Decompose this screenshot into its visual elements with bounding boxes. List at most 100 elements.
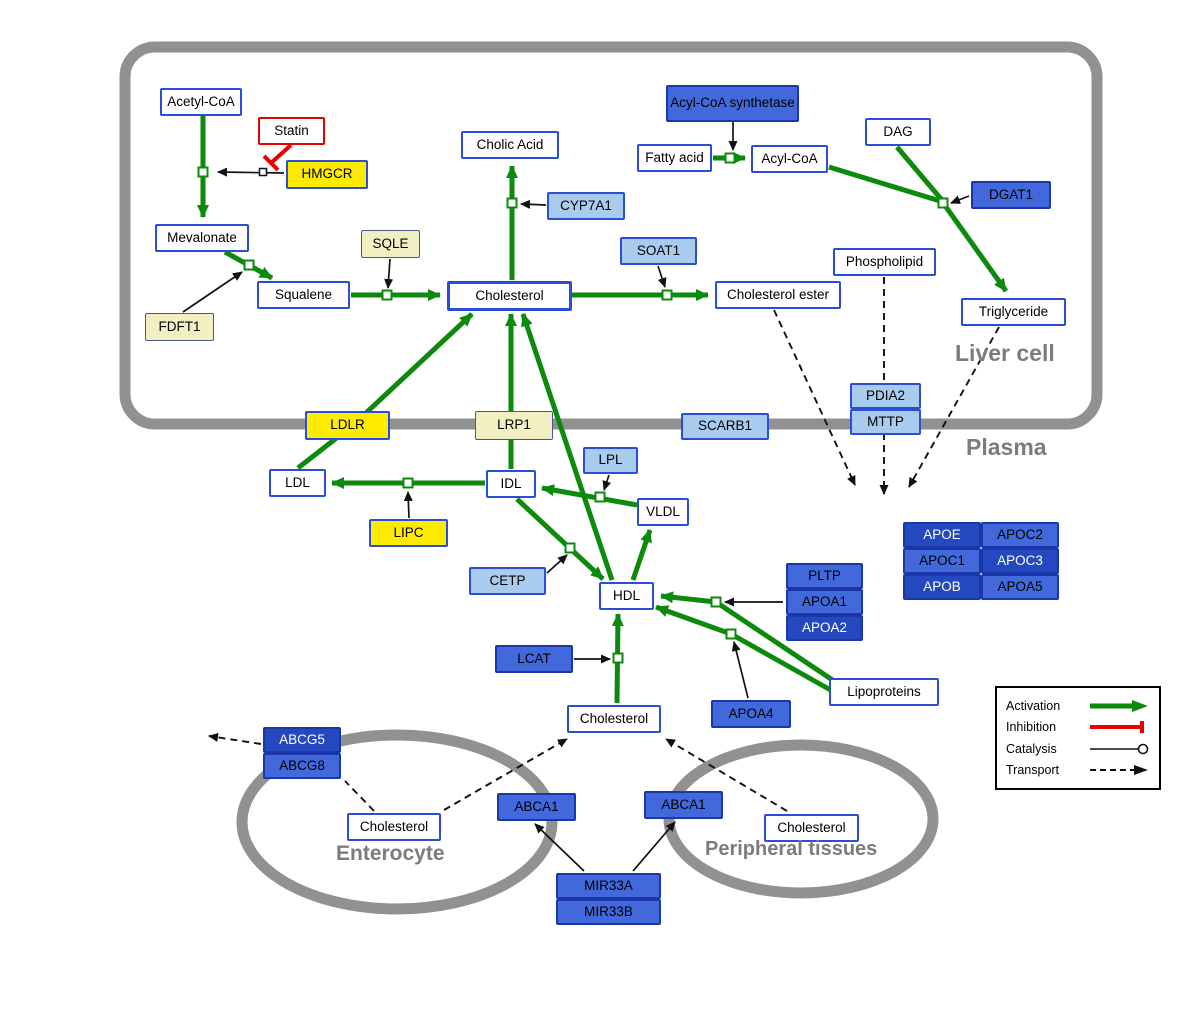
reaction-node bbox=[937, 197, 949, 209]
edge-statin-inhibits-hmgcr bbox=[269, 143, 293, 165]
node-hdl[interactable]: HDL bbox=[599, 582, 654, 610]
node-acetyl-coa[interactable]: Acetyl-CoA bbox=[160, 88, 242, 116]
reaction-node bbox=[661, 289, 673, 301]
node-cholesterol-plasma[interactable]: Cholesterol bbox=[567, 705, 661, 733]
node-acyl-coa[interactable]: Acyl-CoA bbox=[751, 145, 828, 173]
node-fatty-acid[interactable]: Fatty acid bbox=[637, 144, 712, 172]
legend-row-inhibition: Inhibition bbox=[1006, 717, 1150, 739]
edge-ldl-via-ldlr-to-cholesterol bbox=[296, 312, 474, 470]
edge-idl-to-hdl bbox=[515, 497, 605, 581]
edge-cyp7a1-catalysis bbox=[520, 199, 547, 209]
node-ldl[interactable]: LDL bbox=[269, 469, 326, 497]
node-fdft1[interactable]: FDFT1 bbox=[145, 313, 214, 341]
legend-inhibition-label: Inhibition bbox=[1006, 720, 1057, 735]
statin-inhibition-tbar bbox=[262, 154, 280, 172]
node-apoa1[interactable]: APOA1 bbox=[786, 589, 863, 615]
reaction-node bbox=[612, 652, 624, 664]
node-sqle[interactable]: SQLE bbox=[361, 230, 420, 258]
node-cyp7a1[interactable]: CYP7A1 bbox=[547, 192, 625, 220]
node-dgat1[interactable]: DGAT1 bbox=[971, 181, 1051, 209]
peripheral-tissues-label: Peripheral tissues bbox=[705, 838, 878, 860]
legend-catalysis-label: Catalysis bbox=[1006, 741, 1057, 756]
node-squalene[interactable]: Squalene bbox=[257, 281, 350, 309]
edge-acyl-coa-to-junction bbox=[828, 164, 941, 204]
edge-mir33-to-abca1-enterocyte bbox=[534, 823, 585, 872]
node-acyl-coa-synthetase[interactable]: Acyl-CoA synthetase bbox=[666, 85, 799, 122]
edge-hmgcr-catalysis bbox=[217, 167, 285, 177]
node-ldlr[interactable]: LDLR bbox=[305, 411, 390, 440]
edge-cholesterol-ester-transport bbox=[773, 309, 856, 486]
liver-cell-label: Liver cell bbox=[955, 340, 1055, 366]
node-mir33a[interactable]: MIR33A bbox=[556, 873, 661, 899]
node-mevalonate[interactable]: Mevalonate bbox=[155, 224, 249, 252]
edge-soat1-catalysis bbox=[657, 265, 667, 288]
peripheral-tissues-compartment bbox=[663, 739, 939, 899]
edge-mir33-to-abca1-peripheral bbox=[632, 821, 676, 872]
legend-row-transport: Transport bbox=[1006, 760, 1150, 782]
node-dag[interactable]: DAG bbox=[865, 118, 931, 146]
node-lpl[interactable]: LPL bbox=[583, 447, 638, 474]
node-hmgcr[interactable]: HMGCR bbox=[286, 160, 368, 189]
edge-lpl-catalysis bbox=[602, 474, 612, 491]
edge-junction-to-triglyceride bbox=[943, 205, 1009, 293]
node-apoe[interactable]: APOE bbox=[903, 522, 981, 548]
node-abcg8[interactable]: ABCG8 bbox=[263, 753, 341, 779]
edge-vldl-to-idl bbox=[541, 484, 638, 508]
node-lcat[interactable]: LCAT bbox=[495, 645, 573, 673]
enterocyte-compartment bbox=[236, 729, 558, 915]
node-abca1-enterocyte[interactable]: ABCA1 bbox=[497, 793, 576, 821]
edge-dag-to-junction bbox=[895, 145, 943, 201]
node-cetp[interactable]: CETP bbox=[469, 567, 546, 595]
plasma-label: Plasma bbox=[966, 434, 1047, 460]
node-apoa5[interactable]: APOA5 bbox=[981, 574, 1059, 600]
node-mttp[interactable]: MTTP bbox=[850, 409, 921, 435]
edge-abcg-efflux-transport bbox=[208, 732, 262, 745]
enterocyte-label: Enterocyte bbox=[336, 842, 445, 865]
node-pdia2[interactable]: PDIA2 bbox=[850, 383, 921, 409]
node-cholesterol-enterocyte[interactable]: Cholesterol bbox=[347, 813, 441, 841]
node-apoc1[interactable]: APOC1 bbox=[903, 548, 981, 574]
reaction-node bbox=[594, 491, 606, 503]
edge-enterocyte-cholesterol-to-abcg bbox=[344, 780, 375, 812]
node-lipoproteins[interactable]: Lipoproteins bbox=[829, 678, 939, 706]
node-cholesterol-peripheral[interactable]: Cholesterol bbox=[764, 814, 859, 842]
node-cholesterol-ester[interactable]: Cholesterol ester bbox=[715, 281, 841, 309]
node-pltp[interactable]: PLTP bbox=[786, 563, 863, 589]
reaction-node bbox=[506, 197, 518, 209]
reaction-node bbox=[724, 152, 736, 164]
node-soat1[interactable]: SOAT1 bbox=[620, 237, 697, 265]
edge-apoa4-catalysis bbox=[731, 641, 749, 699]
node-apoc3[interactable]: APOC3 bbox=[981, 548, 1059, 574]
reaction-node bbox=[402, 477, 414, 489]
node-abca1-peripheral[interactable]: ABCA1 bbox=[644, 791, 723, 819]
node-statin[interactable]: Statin bbox=[258, 117, 325, 145]
transport-dashed-arrow-icon bbox=[1090, 765, 1148, 776]
node-cholesterol-liver[interactable]: Cholesterol bbox=[447, 281, 572, 311]
node-cholic-acid[interactable]: Cholic Acid bbox=[461, 131, 559, 159]
node-apoa4[interactable]: APOA4 bbox=[711, 700, 791, 728]
reaction-node bbox=[197, 166, 209, 178]
node-abcg5[interactable]: ABCG5 bbox=[263, 727, 341, 753]
node-scarb1[interactable]: SCARB1 bbox=[681, 413, 769, 440]
node-triglyceride[interactable]: Triglyceride bbox=[961, 298, 1066, 326]
node-mir33b[interactable]: MIR33B bbox=[556, 899, 661, 925]
node-vldl[interactable]: VLDL bbox=[637, 498, 689, 526]
node-idl[interactable]: IDL bbox=[486, 470, 536, 498]
catalysis-circle-icon bbox=[1090, 743, 1149, 755]
inhibition-tbar-icon bbox=[1090, 721, 1144, 734]
node-apob[interactable]: APOB bbox=[903, 574, 981, 600]
edge-sqle-catalysis bbox=[384, 258, 394, 289]
node-lrp1[interactable]: LRP1 bbox=[475, 411, 553, 440]
legend: Activation Inhibition Catalysis Transpor… bbox=[995, 686, 1161, 790]
node-apoc2[interactable]: APOC2 bbox=[981, 522, 1059, 548]
legend-row-activation: Activation bbox=[1006, 695, 1150, 717]
edge-dgat1-catalysis bbox=[950, 195, 970, 204]
node-apoa2[interactable]: APOA2 bbox=[786, 615, 863, 641]
node-phospholipid[interactable]: Phospholipid bbox=[833, 248, 936, 276]
edge-cetp-catalysis bbox=[546, 554, 568, 574]
node-lipc[interactable]: LIPC bbox=[369, 519, 448, 547]
edge-triglyceride-transport bbox=[908, 326, 1000, 488]
reaction-node bbox=[725, 628, 737, 640]
